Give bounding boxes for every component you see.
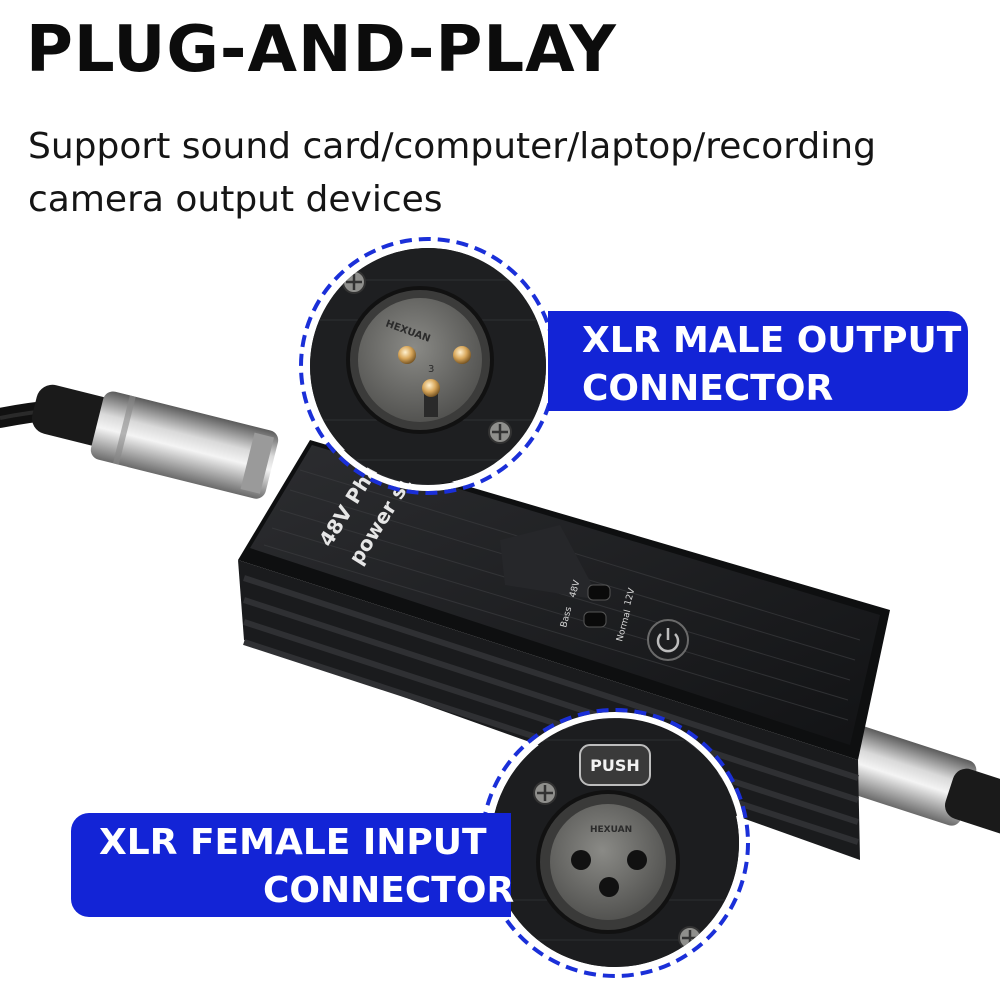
male-pin-2 xyxy=(453,346,471,364)
male-pin-3 xyxy=(422,379,440,397)
female-socket-3 xyxy=(599,877,619,897)
male-callout-line-1: XLR MALE OUTPUT xyxy=(582,320,962,361)
left-xlr-plug xyxy=(31,384,279,499)
switch-label-12v: 12V xyxy=(623,586,637,606)
screw-icon xyxy=(488,420,512,444)
switch-label-48v: 48V xyxy=(568,578,582,598)
mode-switch-bass[interactable] xyxy=(583,611,607,628)
male-pin-1 xyxy=(398,346,416,364)
male-pin-number: 3 xyxy=(428,364,434,375)
headline: PLUG-AND-PLAY xyxy=(26,13,617,87)
subtitle-line-1: Support sound card/computer/laptop/recor… xyxy=(28,126,876,167)
female-socket-1 xyxy=(571,850,591,870)
screw-icon xyxy=(533,781,557,805)
female-brand: HEXUAN xyxy=(590,825,632,835)
xlr-female-input-callout: XLR FEMALE INPUT CONNECTOR xyxy=(71,813,515,917)
xlr-female-zoom: PUSH HEXUAN xyxy=(480,708,750,978)
xlr-male-output-callout: XLR MALE OUTPUT CONNECTOR xyxy=(548,311,968,411)
female-socket-2 xyxy=(627,850,647,870)
female-callout-line-2: CONNECTOR xyxy=(263,870,515,911)
power-icon xyxy=(656,628,680,653)
xlr-male-zoom: HEXUAN 3 xyxy=(299,237,557,495)
female-callout-line-1: XLR FEMALE INPUT xyxy=(99,822,487,863)
push-label: PUSH xyxy=(590,756,640,775)
subtitle: Support sound card/computer/laptop/recor… xyxy=(28,120,928,226)
mode-switch-48v[interactable] xyxy=(587,584,611,601)
power-button[interactable] xyxy=(647,619,689,661)
subtitle-line-2: camera output devices xyxy=(28,179,443,220)
male-callout-line-2: CONNECTOR xyxy=(582,368,834,409)
